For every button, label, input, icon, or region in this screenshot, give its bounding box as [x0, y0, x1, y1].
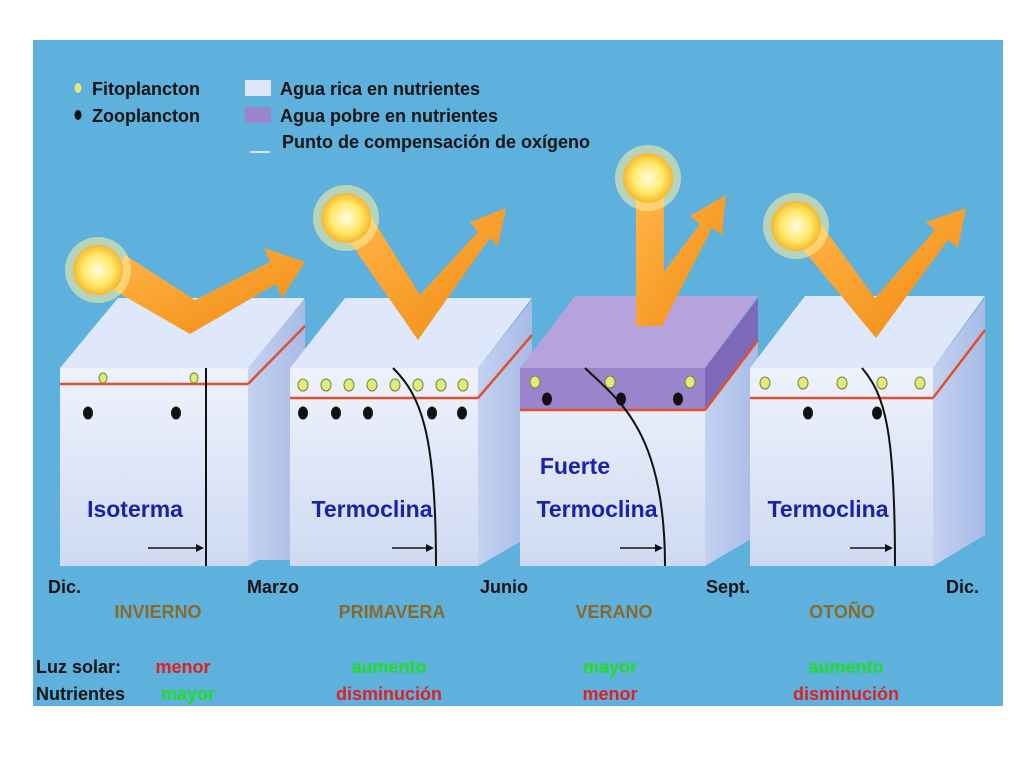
light-value-otono: aumento [808, 657, 883, 677]
label-termoclina-verano: Termoclina [537, 496, 658, 522]
nutrients-value-otono: disminución [793, 684, 899, 704]
block-side-face [478, 300, 532, 566]
poor-water-swatch [245, 107, 271, 123]
zooplancton-legend-icon [74, 110, 82, 120]
zooplancton-dot [616, 392, 626, 406]
sun-icon [623, 153, 673, 203]
season-primavera: PRIMAVERA [339, 602, 446, 622]
sunlight-arrows [110, 190, 966, 340]
legend-rich-water: Agua rica en nutrientes [280, 79, 480, 99]
fitoplancton-dot [529, 375, 541, 389]
block-top [290, 298, 532, 368]
rich-water-swatch [245, 80, 271, 96]
compensation-curve [584, 367, 666, 567]
month-sept: Sept. [706, 577, 750, 597]
block-side-face [933, 298, 985, 566]
legend-poor-water: Agua pobre en nutrientes [280, 106, 498, 126]
nutrients-value-primavera: disminución [336, 684, 442, 704]
light-arrow-verano [636, 190, 726, 326]
compensation-curve [392, 367, 437, 567]
month-marzo: Marzo [247, 577, 299, 597]
block-invierno [60, 298, 306, 566]
sun-primavera [313, 185, 379, 251]
label-termoclina-otono: Termoclina [768, 496, 889, 522]
sun-verano [615, 145, 681, 211]
block-top [60, 298, 305, 368]
row-label-luz-solar: Luz solar: [36, 657, 121, 677]
fitoplancton-row [759, 376, 926, 390]
zooplancton-dot [171, 406, 181, 420]
zooplancton-dot [542, 392, 552, 406]
label-isoterma: Isoterma [87, 496, 183, 522]
fitoplancton-dot [604, 375, 616, 389]
legend-zooplancton: Zooplancton [92, 106, 200, 126]
nutrients-value-invierno: mayor [161, 684, 215, 704]
sun-icon [321, 193, 371, 243]
block-verano [520, 296, 759, 567]
fitoplancton-dot [684, 375, 696, 389]
fitoplancton-row [297, 378, 469, 392]
light-value-verano: mayor [583, 657, 637, 677]
legend-fitoplancton: Fitoplancton [92, 79, 200, 99]
season-otono: OTOÑO [809, 601, 875, 622]
legend: Fitoplancton Zooplancton Agua rica en nu… [74, 79, 590, 153]
block-front [60, 368, 248, 566]
zooplancton-row [298, 406, 467, 420]
month-junio: Junio [480, 577, 528, 597]
light-arrow-invierno [110, 248, 305, 334]
fitoplancton-dot [189, 372, 199, 384]
sun-invierno [65, 237, 131, 303]
block-top [750, 296, 985, 368]
sun-otono [763, 193, 829, 259]
light-value-primavera: aumento [351, 657, 426, 677]
zooplancton-dot [83, 406, 93, 420]
light-value-invierno: menor [155, 657, 210, 677]
fitoplancton-dot [98, 372, 108, 384]
fitoplancton-legend-icon [74, 83, 82, 93]
block-primavera [290, 298, 533, 567]
block-otono [750, 296, 986, 567]
label-termoclina-primavera: Termoclina [312, 496, 433, 522]
light-arrow-primavera [345, 208, 506, 340]
season-invierno: INVIERNO [114, 602, 201, 622]
legend-compensation: Punto de compensación de oxígeno [282, 132, 590, 152]
month-dic-start: Dic. [48, 577, 81, 597]
month-dic-end: Dic. [946, 577, 979, 597]
zooplancton-dot [673, 392, 683, 406]
block-top-poor [520, 296, 758, 368]
poor-water-side [705, 298, 758, 410]
compensation-curve [861, 367, 896, 567]
light-arrow-otono [795, 208, 966, 338]
nutrients-value-verano: menor [582, 684, 637, 704]
block-front [750, 368, 933, 566]
season-verano: VERANO [575, 602, 652, 622]
sun-icon [73, 245, 123, 295]
zooplancton-dot [803, 406, 813, 420]
block-front [290, 368, 478, 566]
zooplancton-dot [872, 406, 882, 420]
label-fuerte: Fuerte [540, 453, 610, 479]
row-label-nutrientes: Nutrientes [36, 684, 125, 704]
sun-icon [771, 201, 821, 251]
